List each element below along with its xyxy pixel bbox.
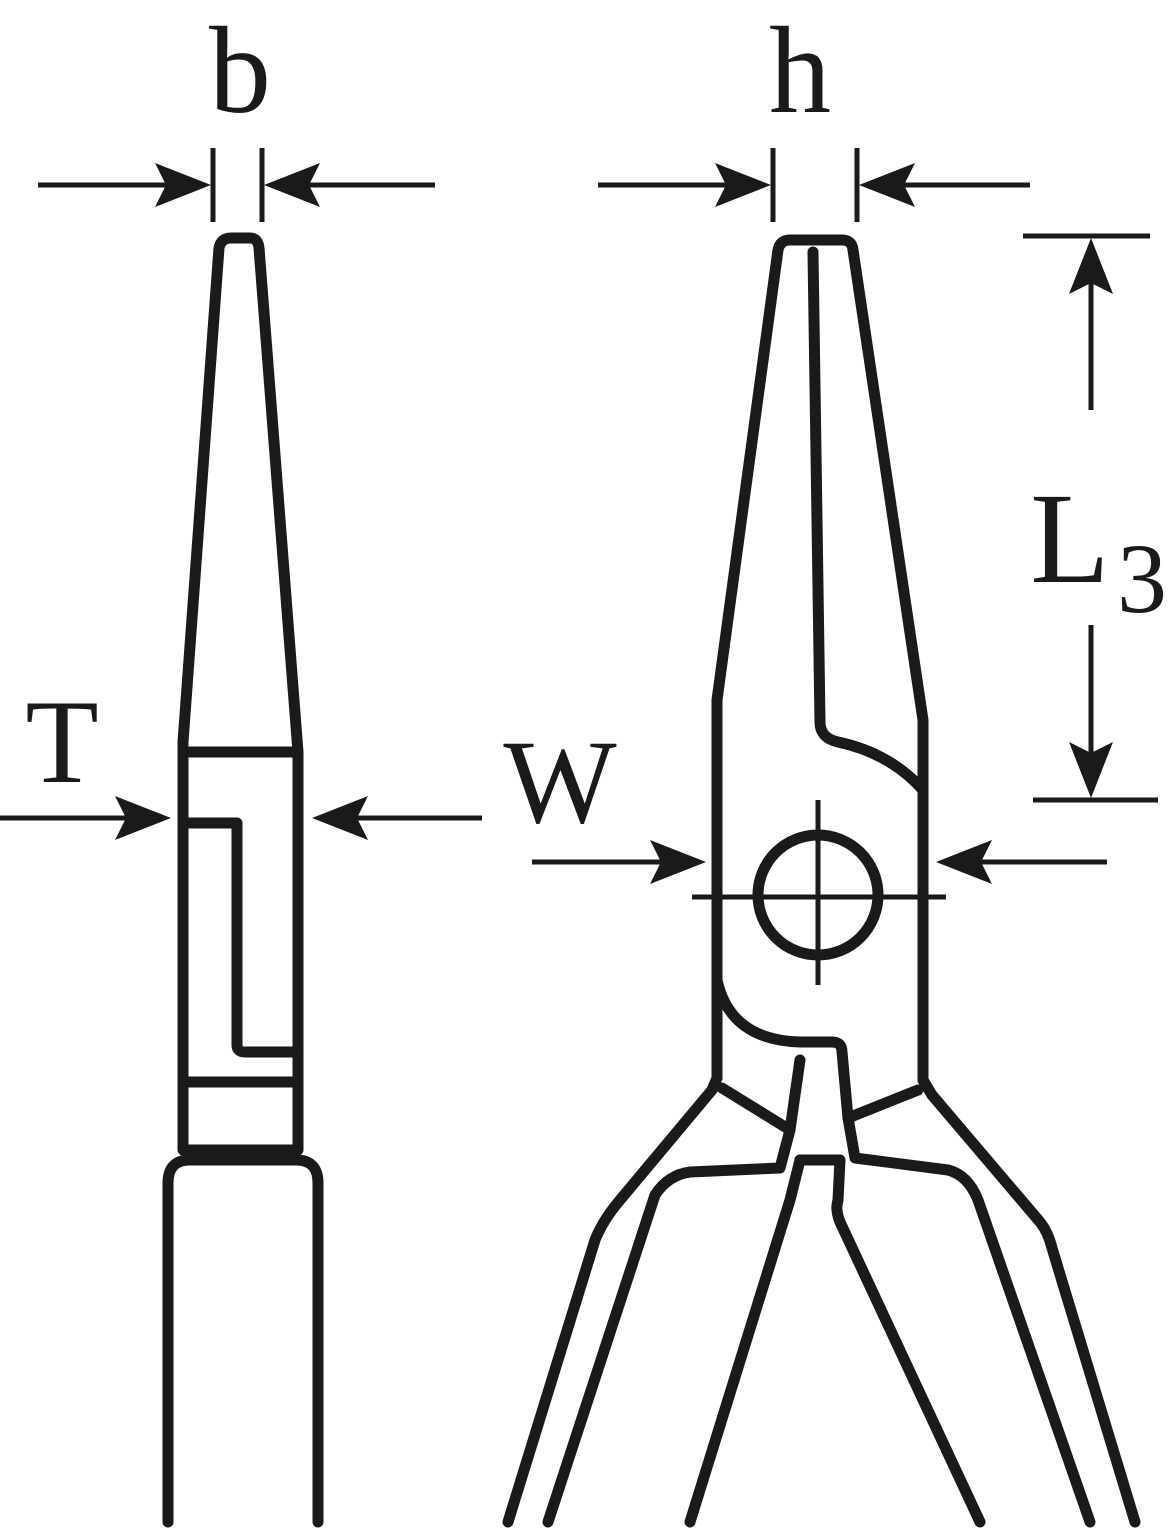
side-view-handle — [162, 1154, 324, 1528]
dimension-b: b — [38, 2, 435, 222]
dimension-T: T — [0, 675, 482, 840]
label-W: W — [503, 715, 617, 848]
label-T: T — [25, 675, 98, 808]
side-view-jaw-outline — [177, 232, 304, 758]
side-view-plier — [162, 232, 324, 1528]
front-view-handle-left — [502, 1072, 723, 1528]
label-h: h — [769, 2, 831, 139]
label-L: L — [1030, 467, 1109, 611]
front-view-jaw-split — [807, 246, 929, 796]
front-view-plier — [502, 234, 1141, 1528]
front-view-handle-right — [917, 1074, 1141, 1528]
dimension-W: W — [503, 715, 1107, 884]
side-view-inner-channel — [182, 817, 304, 1058]
label-b: b — [209, 2, 271, 139]
front-view-cutter-edge — [711, 974, 854, 1124]
dimension-h: h — [598, 2, 1030, 222]
front-view-jaw-outline — [711, 234, 929, 1086]
dimension-L3: L 3 — [1023, 233, 1167, 803]
label-L-subscript: 3 — [1117, 523, 1167, 634]
